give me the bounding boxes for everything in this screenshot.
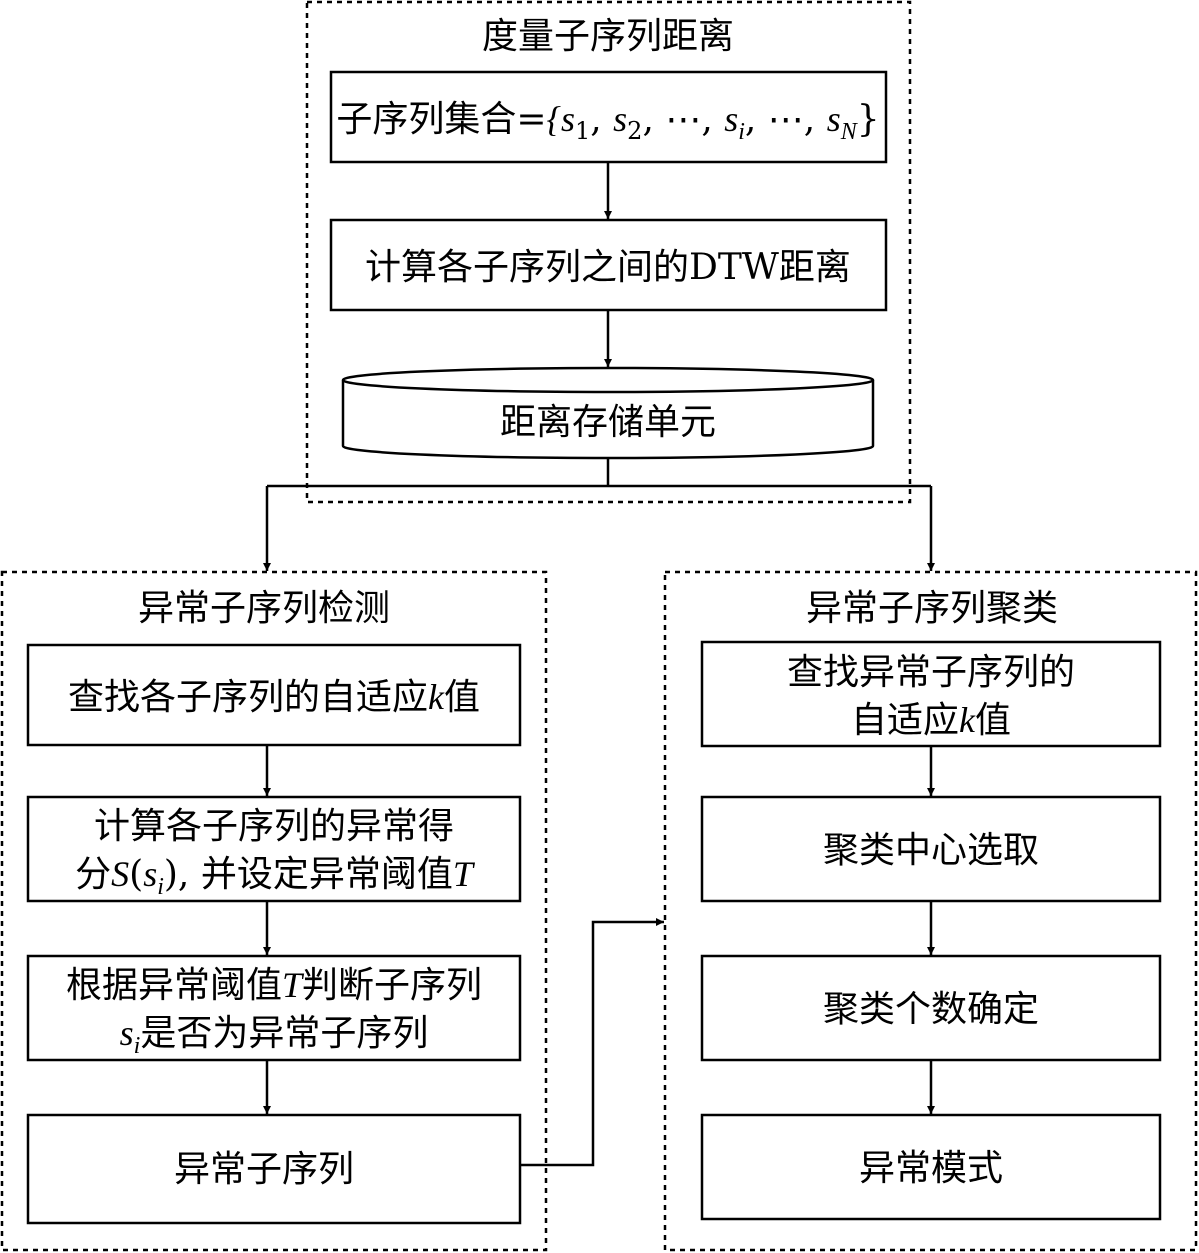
subseq-set-prefix: 子序列集合= bbox=[336, 99, 546, 140]
group-clustering-border bbox=[663, 570, 1198, 1252]
det-score-T: T bbox=[453, 854, 476, 894]
node-subseq-set: 子序列集合={s1, s2, ⋯, si, ⋯, sN} bbox=[329, 70, 888, 164]
node-det-judge: 根据异常阈值T判断子序列 si是否为异常子序列 bbox=[26, 954, 522, 1062]
formula-brace-open: { bbox=[547, 99, 562, 139]
det-score-s: s bbox=[143, 854, 157, 894]
det-judge-s: s bbox=[120, 1013, 134, 1053]
node-clu-center: 聚类中心选取 bbox=[700, 795, 1162, 903]
node-storage-top bbox=[341, 366, 875, 394]
det-score-S: S bbox=[111, 854, 129, 894]
edges bbox=[263, 162, 935, 1167]
group-detection: 异常子序列检测 bbox=[0, 570, 548, 1252]
node-subseq-set-box bbox=[329, 70, 888, 164]
node-det-result: 异常子序列 bbox=[26, 1113, 522, 1225]
node-clu-pattern: 异常模式 bbox=[700, 1113, 1162, 1221]
node-det-score-line2: 分S(si), 并设定异常阈值T bbox=[75, 854, 476, 900]
node-det-judge-line1: 根据异常阈值T判断子序列 bbox=[66, 965, 482, 1006]
node-clu-count-box bbox=[700, 954, 1162, 1062]
node-det-result-box bbox=[26, 1113, 522, 1225]
node-dtw-box bbox=[329, 218, 888, 312]
group-distance-border bbox=[305, 0, 912, 504]
group-detection-border bbox=[0, 570, 548, 1252]
node-clu-pattern-box bbox=[700, 1113, 1162, 1221]
node-det-score-line1: 计算各子序列的异常得 bbox=[94, 806, 454, 847]
node-clu-pattern-label: 异常模式 bbox=[859, 1148, 1003, 1189]
det-judge-b: 判断子序列 bbox=[302, 965, 482, 1006]
formula-sub: N bbox=[840, 119, 859, 145]
node-clu-center-label: 聚类中心选取 bbox=[823, 830, 1039, 871]
formula-sub: 2 bbox=[627, 117, 642, 145]
group-clustering-title: 异常子序列聚类 bbox=[806, 588, 1058, 629]
det-k-before: 查找各子序列的自适应 bbox=[68, 677, 428, 718]
node-storage: 距离存储单元 bbox=[341, 366, 875, 460]
formula-sep: , bbox=[590, 99, 613, 140]
node-subseq-set-label: 子序列集合={s1, s2, ⋯, si, ⋯, sN} bbox=[336, 99, 879, 145]
det-judge-T: T bbox=[282, 965, 305, 1005]
node-storage-label: 距离存储单元 bbox=[500, 402, 716, 443]
formula-sep: , ⋯, bbox=[642, 99, 724, 140]
det-score-b: 并设定异常阈值 bbox=[189, 854, 452, 895]
node-det-k-label: 查找各子序列的自适应k值 bbox=[68, 677, 480, 718]
clu-k-a: 自适应 bbox=[851, 700, 959, 741]
clu-k-b: 值 bbox=[975, 700, 1011, 741]
node-det-k-box bbox=[26, 643, 522, 747]
node-dtw-label: 计算各子序列之间的DTW距离 bbox=[365, 247, 851, 288]
formula-s: s bbox=[561, 99, 575, 139]
node-clu-count-label: 聚类个数确定 bbox=[823, 989, 1039, 1030]
formula-s: s bbox=[827, 99, 841, 139]
formula-sub: i bbox=[738, 119, 745, 145]
node-det-k: 查找各子序列的自适应k值 bbox=[26, 643, 522, 747]
node-dtw: 计算各子序列之间的DTW距离 bbox=[329, 218, 888, 312]
node-clu-k-line1: 查找异常子序列的 bbox=[787, 652, 1075, 693]
det-judge-a: 根据异常阈值 bbox=[66, 965, 282, 1006]
group-clustering: 异常子序列聚类 bbox=[663, 570, 1198, 1252]
det-judge-line2-text: 是否为异常子序列 bbox=[140, 1013, 428, 1054]
node-clu-center-box bbox=[700, 795, 1162, 903]
node-det-result-label: 异常子序列 bbox=[174, 1149, 354, 1190]
node-det-judge-box bbox=[26, 954, 522, 1062]
clu-k-var: k bbox=[959, 700, 976, 740]
formula-s: s bbox=[613, 99, 627, 139]
group-detection-title: 异常子序列检测 bbox=[138, 588, 390, 629]
node-clu-count: 聚类个数确定 bbox=[700, 954, 1162, 1062]
node-det-judge-line2: si是否为异常子序列 bbox=[120, 1013, 429, 1059]
formula-s: s bbox=[724, 99, 738, 139]
node-clu-k-box bbox=[700, 640, 1162, 748]
formula-sep: , ⋯, bbox=[745, 99, 827, 140]
formula-sub: 1 bbox=[575, 117, 590, 145]
det-score-paren: ( bbox=[129, 854, 143, 895]
det-judge-sub: i bbox=[134, 1033, 141, 1059]
node-det-score-box bbox=[26, 795, 522, 903]
det-score-paren-close: ), bbox=[164, 854, 190, 895]
node-clu-k: 查找异常子序列的 自适应k值 bbox=[700, 640, 1162, 748]
edge-result-to-clustering bbox=[520, 918, 664, 1167]
det-score-sub: i bbox=[157, 874, 164, 900]
det-k-var: k bbox=[428, 677, 445, 717]
node-clu-k-line2: 自适应k值 bbox=[851, 700, 1011, 741]
group-distance: 度量子序列距离 bbox=[305, 0, 912, 504]
formula-brace-close: } bbox=[857, 99, 880, 140]
node-det-score: 计算各子序列的异常得 分S(si), 并设定异常阈值T bbox=[26, 795, 522, 903]
det-score-a: 分 bbox=[75, 854, 111, 895]
group-distance-title: 度量子序列距离 bbox=[482, 16, 734, 57]
det-k-after: 值 bbox=[444, 677, 480, 718]
